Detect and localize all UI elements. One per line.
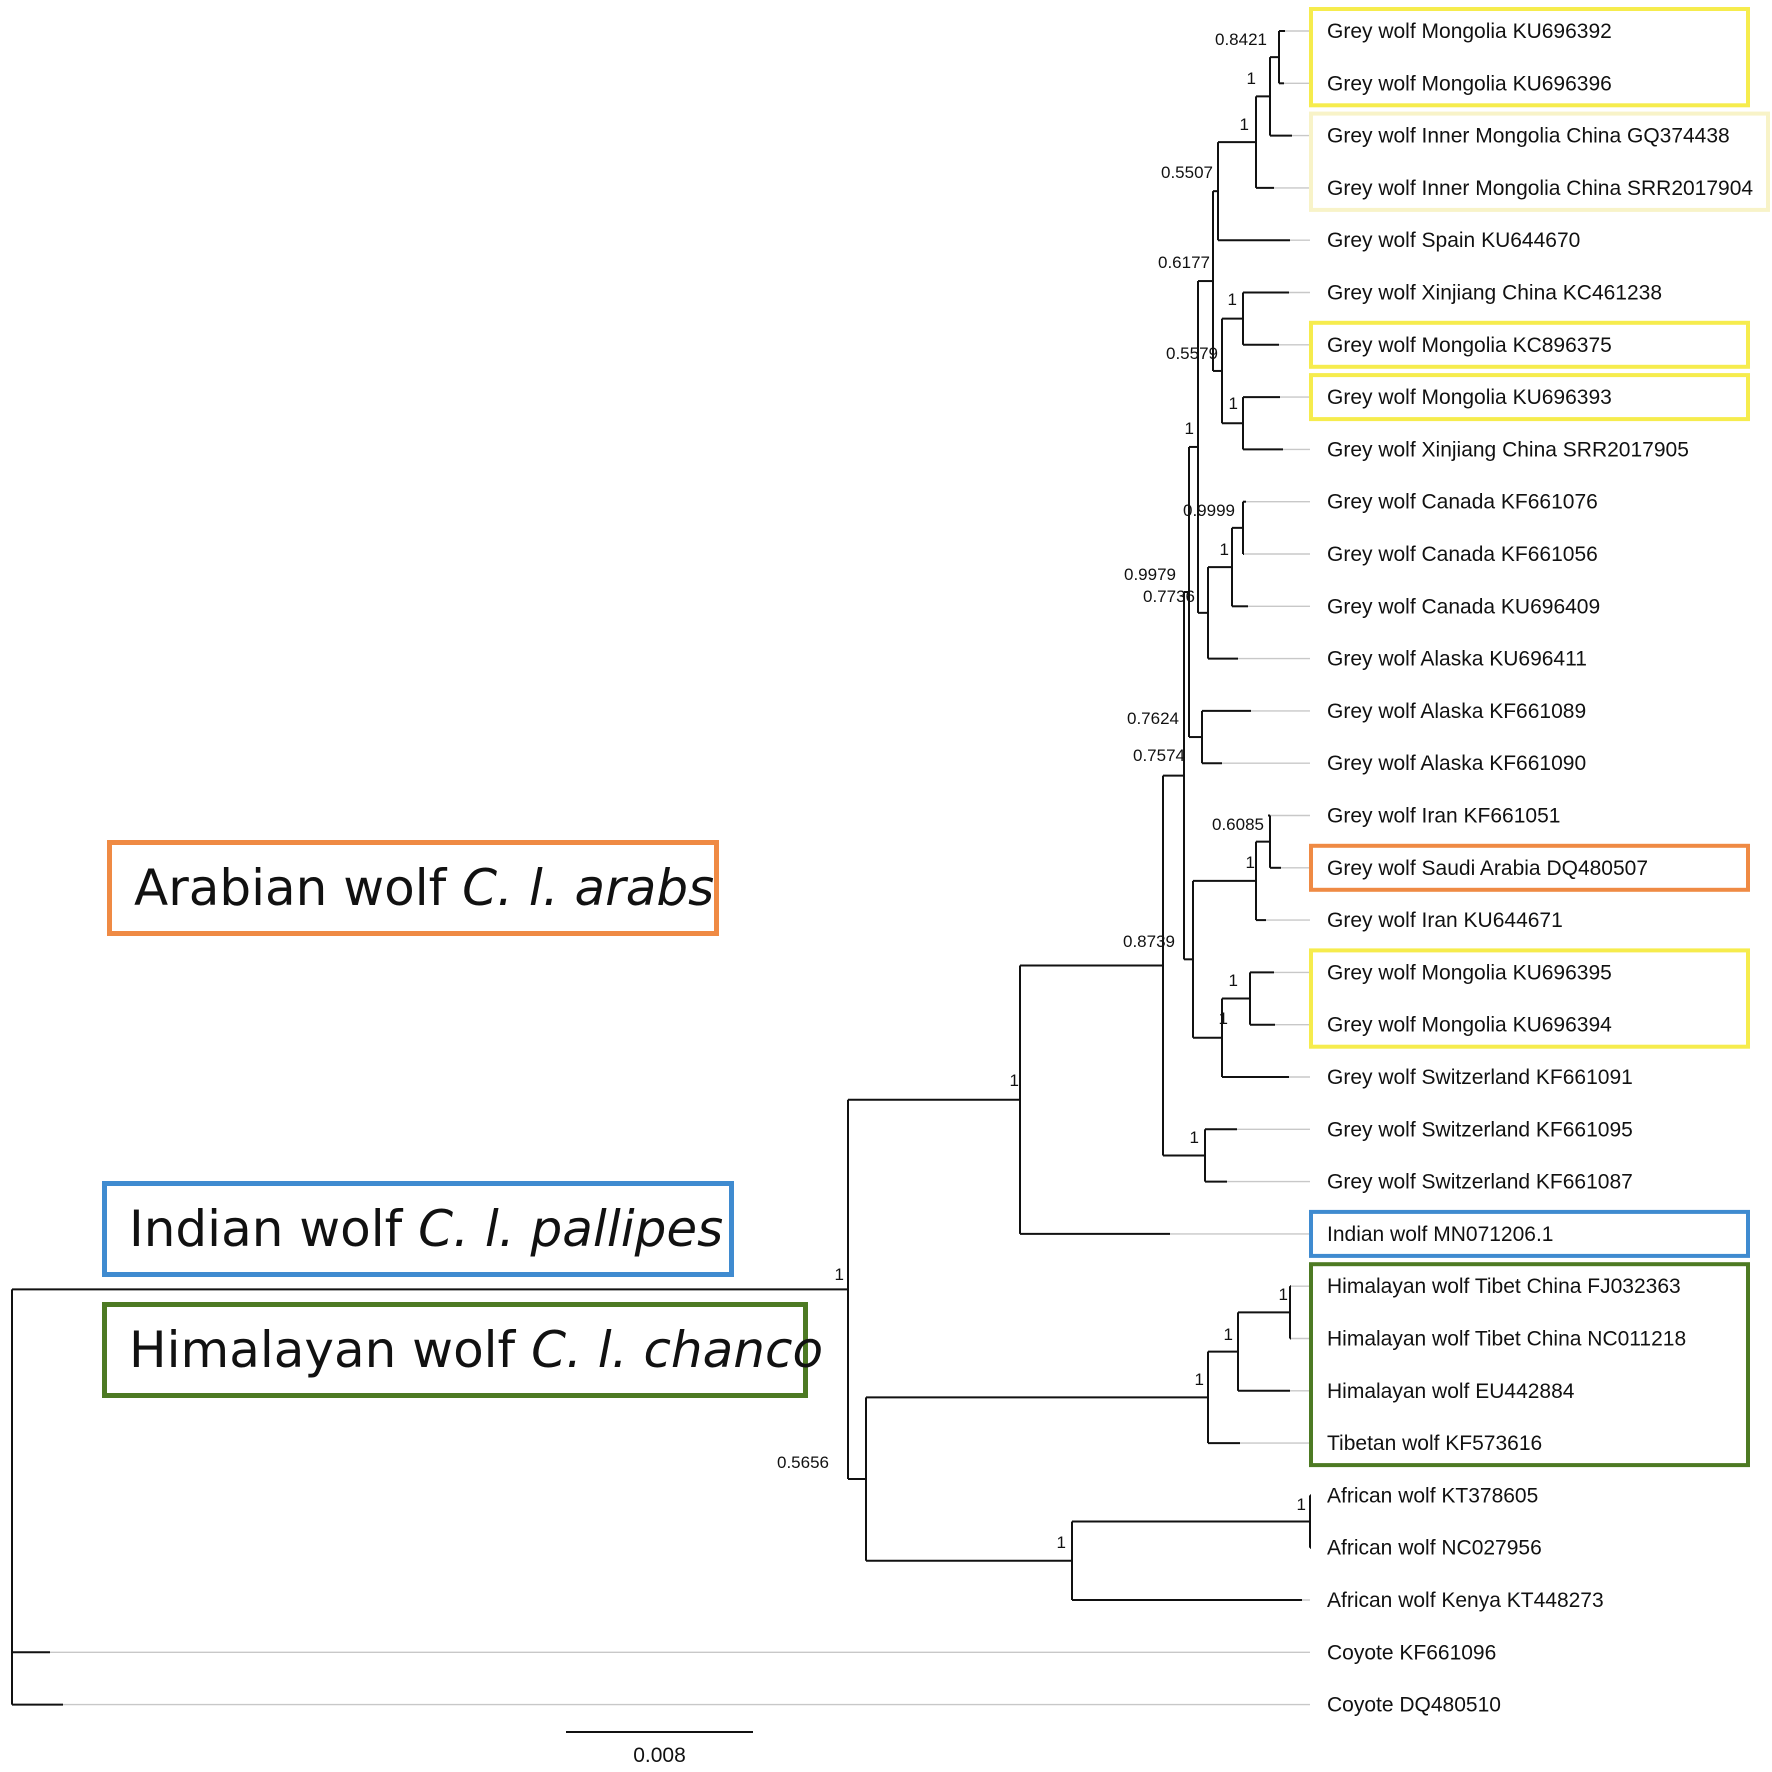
legend-himalayan-latin: C. l. chanco — [531, 1321, 824, 1379]
legend-indian-wolf: Indian wolf C. l. pallipes — [102, 1181, 734, 1277]
tip-label-grey-wolf-switzerland-kf661091: Grey wolf Switzerland KF661091 — [1327, 1066, 1633, 1089]
tip-label-himalayan-wolf-eu442884: Himalayan wolf EU442884 — [1327, 1380, 1575, 1403]
tip-label-grey-wolf-canada-kf661076: Grey wolf Canada KF661076 — [1327, 491, 1598, 514]
support-value: 1 — [1220, 540, 1229, 559]
highlight-box — [1309, 948, 1750, 1049]
support-value: 1 — [1190, 1128, 1199, 1147]
tip-label-coyote-kf661096: Coyote KF661096 — [1327, 1641, 1496, 1664]
tip-label-grey-wolf-canada-kf661056: Grey wolf Canada KF661056 — [1327, 543, 1598, 566]
support-value: 1 — [1185, 419, 1194, 438]
support-value: 1 — [1010, 1071, 1019, 1090]
tip-label-grey-wolf-alaska-ku696411: Grey wolf Alaska KU696411 — [1327, 648, 1587, 671]
tip-label-grey-wolf-switzerland-kf661095: Grey wolf Switzerland KF661095 — [1327, 1118, 1633, 1141]
highlight-box — [1309, 843, 1750, 892]
highlight-box — [1309, 1262, 1750, 1468]
tip-label-grey-wolf-xinjiang-china-kc461238: Grey wolf Xinjiang China KC461238 — [1327, 282, 1662, 305]
tip-label-grey-wolf-alaska-kf661090: Grey wolf Alaska KF661090 — [1327, 752, 1586, 775]
support-value: 1 — [1297, 1495, 1306, 1514]
support-value: 0.6085 — [1212, 815, 1264, 834]
support-value: 1 — [1246, 853, 1255, 872]
tip-label-grey-wolf-inner-mongolia-china-gq374438: Grey wolf Inner Mongolia China GQ374438 — [1327, 125, 1730, 148]
support-value: 0.9979 — [1124, 565, 1176, 584]
support-value: 0.8421 — [1215, 30, 1267, 49]
support-value: 1 — [1057, 1533, 1066, 1552]
support-value: 1 — [1247, 69, 1256, 88]
support-value: 1 — [1279, 1285, 1288, 1304]
tip-label-african-wolf-kenya-kt448273: African wolf Kenya KT448273 — [1327, 1589, 1604, 1612]
highlight-box — [1309, 320, 1750, 369]
support-value: 0.7624 — [1127, 709, 1179, 728]
support-value: 1 — [1229, 971, 1238, 990]
support-value: 0.8739 — [1123, 932, 1175, 951]
support-value: 0.5656 — [777, 1453, 829, 1472]
tip-label-grey-wolf-mongolia-ku696393: Grey wolf Mongolia KU696393 — [1327, 386, 1612, 409]
highlight-box — [1309, 111, 1770, 212]
support-value: 0.9999 — [1183, 501, 1235, 520]
legend-arabian-latin: C. l. arabs — [462, 859, 715, 917]
support-value: 1 — [1240, 115, 1249, 134]
highlight-box — [1309, 7, 1750, 108]
tip-label-african-wolf-nc027956: African wolf NC027956 — [1327, 1537, 1542, 1560]
legend-himalayan-common: Himalayan wolf — [129, 1321, 532, 1379]
support-value: 0.5579 — [1166, 344, 1218, 363]
support-value: 1 — [1219, 1009, 1228, 1028]
support-value: 0.6177 — [1158, 253, 1210, 272]
support-value: 1 — [1195, 1370, 1204, 1389]
tip-label-grey-wolf-mongolia-ku696392: Grey wolf Mongolia KU696392 — [1327, 20, 1612, 43]
tip-label-grey-wolf-inner-mongolia-china-srr2017904: Grey wolf Inner Mongolia China SRR201790… — [1327, 177, 1753, 200]
support-value: 0.7574 — [1133, 746, 1185, 765]
legend-indian-common: Indian wolf — [129, 1200, 419, 1258]
tip-label-grey-wolf-mongolia-kc896375: Grey wolf Mongolia KC896375 — [1327, 334, 1612, 357]
tip-label-himalayan-wolf-tibet-china-fj032363: Himalayan wolf Tibet China FJ032363 — [1327, 1275, 1681, 1298]
tip-label-grey-wolf-iran-kf661051: Grey wolf Iran KF661051 — [1327, 805, 1560, 828]
support-value: 1 — [1229, 394, 1238, 413]
scale-bar-label: 0.008 — [633, 1744, 686, 1767]
tip-label-grey-wolf-saudi-arabia-dq480507: Grey wolf Saudi Arabia DQ480507 — [1327, 857, 1648, 880]
tip-label-grey-wolf-xinjiang-china-srr2017905: Grey wolf Xinjiang China SRR2017905 — [1327, 438, 1689, 461]
tip-label-grey-wolf-alaska-kf661089: Grey wolf Alaska KF661089 — [1327, 700, 1586, 723]
tip-label-himalayan-wolf-tibet-china-nc011218: Himalayan wolf Tibet China NC011218 — [1327, 1328, 1686, 1351]
highlight-box — [1309, 373, 1750, 422]
legend-indian-latin: C. l. pallipes — [418, 1200, 724, 1258]
tip-label-tibetan-wolf-kf573616: Tibetan wolf KF573616 — [1327, 1432, 1542, 1455]
highlight-box — [1309, 1209, 1750, 1258]
tip-label-grey-wolf-iran-ku644671: Grey wolf Iran KU644671 — [1327, 909, 1563, 932]
tip-label-grey-wolf-spain-ku644670: Grey wolf Spain KU644670 — [1327, 229, 1580, 252]
support-value: 1 — [1224, 1325, 1233, 1344]
tip-label-african-wolf-kt378605: African wolf KT378605 — [1327, 1484, 1538, 1507]
legend-himalayan-wolf: Himalayan wolf C. l. chanco — [102, 1302, 823, 1398]
tip-label-grey-wolf-switzerland-kf661087: Grey wolf Switzerland KF661087 — [1327, 1171, 1633, 1194]
tip-label-coyote-dq480510: Coyote DQ480510 — [1327, 1694, 1501, 1717]
support-value: 1 — [835, 1265, 844, 1284]
tip-label-grey-wolf-canada-ku696409: Grey wolf Canada KU696409 — [1327, 595, 1600, 618]
legend-arabian-wolf: Arabian wolf C. l. arabs — [107, 840, 719, 936]
support-value: 0.5507 — [1161, 163, 1213, 182]
tip-label-grey-wolf-mongolia-ku696395: Grey wolf Mongolia KU696395 — [1327, 961, 1612, 984]
tip-label-grey-wolf-mongolia-ku696396: Grey wolf Mongolia KU696396 — [1327, 72, 1612, 95]
support-value: 0.7736 — [1143, 587, 1195, 606]
legend-arabian-common: Arabian wolf — [134, 859, 463, 917]
support-value: 1 — [1228, 290, 1237, 309]
tip-label-indian-wolf-mn071206-1: Indian wolf MN071206.1 — [1327, 1223, 1553, 1246]
tip-label-grey-wolf-mongolia-ku696394: Grey wolf Mongolia KU696394 — [1327, 1014, 1612, 1037]
